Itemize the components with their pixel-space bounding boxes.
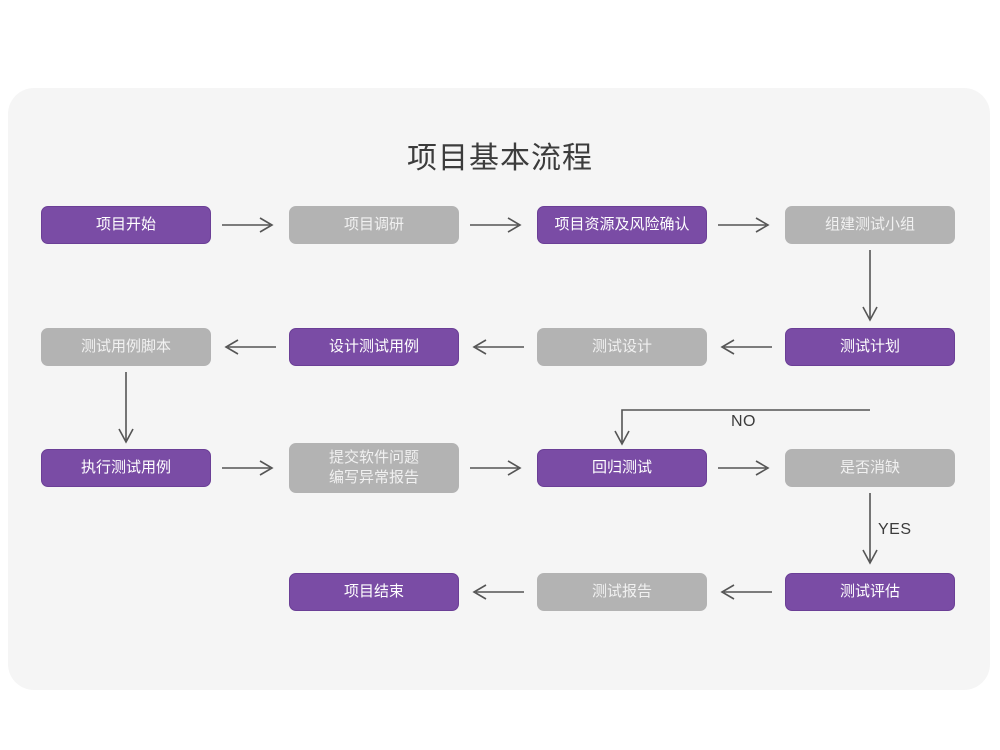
- node-resource-risk-confirm[interactable]: 项目资源及风险确认: [537, 206, 707, 244]
- page-title: 项目基本流程: [407, 142, 593, 175]
- node-test-report[interactable]: 测试报告: [537, 573, 707, 611]
- node-design-test-case[interactable]: 设计测试用例: [289, 328, 459, 366]
- node-submit-issue-report[interactable]: 提交软件问题 编写异常报告: [289, 443, 459, 493]
- node-project-research[interactable]: 项目调研: [289, 206, 459, 244]
- edge-label-no: NO: [731, 413, 756, 430]
- edge-label-yes: YES: [878, 521, 912, 538]
- node-regression-test[interactable]: 回归测试: [537, 449, 707, 487]
- node-defect-cleared-decision[interactable]: 是否消缺: [785, 449, 955, 487]
- node-build-test-team[interactable]: 组建测试小组: [785, 206, 955, 244]
- node-test-design[interactable]: 测试设计: [537, 328, 707, 366]
- node-project-end[interactable]: 项目结束: [289, 573, 459, 611]
- node-execute-test-case[interactable]: 执行测试用例: [41, 449, 211, 487]
- node-test-plan[interactable]: 测试计划: [785, 328, 955, 366]
- node-test-evaluation[interactable]: 测试评估: [785, 573, 955, 611]
- node-test-case-script[interactable]: 测试用例脚本: [41, 328, 211, 366]
- node-project-start[interactable]: 项目开始: [41, 206, 211, 244]
